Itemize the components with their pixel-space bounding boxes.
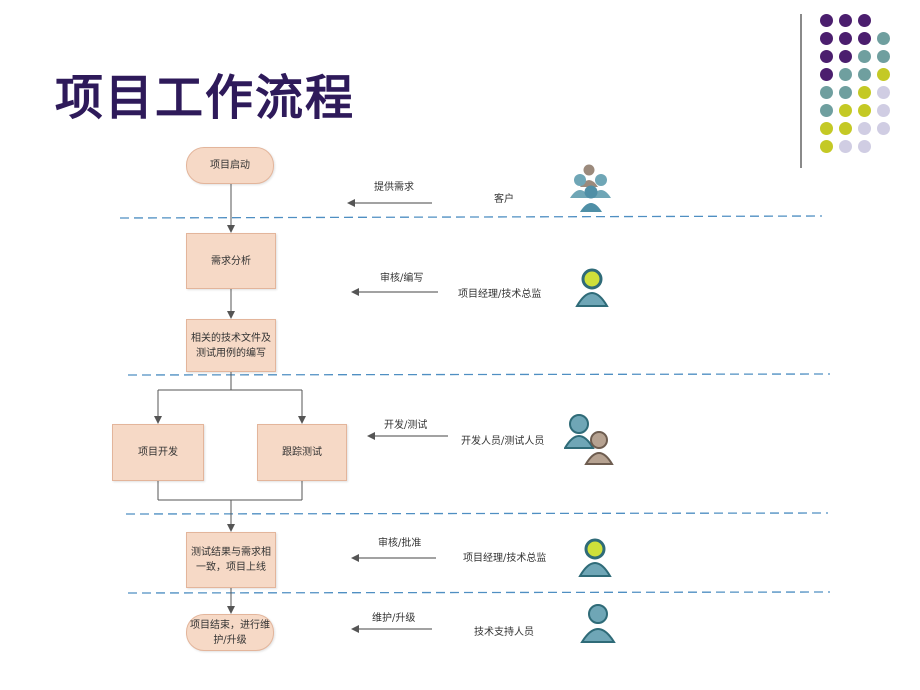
decorative-dot xyxy=(877,68,890,81)
decorative-dot xyxy=(839,104,852,117)
decorative-dot xyxy=(858,50,871,63)
decorative-dot xyxy=(839,86,852,99)
decorative-dot xyxy=(858,140,871,153)
decorative-dot xyxy=(858,104,871,117)
decorative-dot xyxy=(820,32,833,45)
separator-4 xyxy=(127,591,831,594)
decorative-dot xyxy=(839,140,852,153)
decorative-dot xyxy=(820,14,833,27)
decorative-dot xyxy=(820,86,833,99)
step-tech-docs: 相关的技术文件及 测试用例的编写 xyxy=(186,319,276,372)
step-requirement-analysis: 需求分析 xyxy=(186,233,276,289)
page-title: 项目工作流程 xyxy=(55,70,356,126)
yellow-user-icon xyxy=(578,538,612,577)
two-users-icon xyxy=(564,414,614,465)
teal-user-icon xyxy=(580,604,616,643)
decorative-dot xyxy=(877,86,890,99)
role-person-3: 开发人员/测试人员 xyxy=(461,436,545,447)
decorative-dot xyxy=(877,50,890,63)
step-project-dev: 项目开发 xyxy=(112,424,204,481)
decorative-dot xyxy=(839,122,852,135)
step-project-start: 项目启动 xyxy=(186,147,274,184)
divider-line xyxy=(800,14,802,168)
decorative-dot xyxy=(877,104,890,117)
separator-2 xyxy=(127,373,831,376)
separator-3 xyxy=(125,512,829,515)
role-action-2: 审核/编写 xyxy=(380,273,424,284)
decorative-dot xyxy=(820,68,833,81)
role-action-3: 开发/测试 xyxy=(384,420,428,431)
decorative-dot xyxy=(858,68,871,81)
decorative-dot xyxy=(877,122,890,135)
decorative-dot xyxy=(858,122,871,135)
role-person-2: 项目经理/技术总监 xyxy=(458,289,542,300)
group-users-icon xyxy=(570,164,611,212)
role-person-4: 项目经理/技术总监 xyxy=(463,553,547,564)
decorative-dot xyxy=(820,50,833,63)
decorative-dot xyxy=(839,68,852,81)
decorative-dot xyxy=(858,32,871,45)
role-action-5: 维护/升级 xyxy=(372,613,416,624)
decorative-dot xyxy=(820,140,833,153)
step-project-end: 项目结束，进行维 护/升级 xyxy=(186,614,274,651)
role-person-5: 技术支持人员 xyxy=(474,627,534,638)
step-go-live: 测试结果与需求相 一致，项目上线 xyxy=(186,532,276,588)
decorative-dot xyxy=(820,122,833,135)
decorative-dot xyxy=(820,104,833,117)
separator-1 xyxy=(119,215,823,219)
decorative-dot xyxy=(858,14,871,27)
role-action-1: 提供需求 xyxy=(374,182,414,193)
decorative-dot xyxy=(839,32,852,45)
decorative-dot xyxy=(839,50,852,63)
phase-separators xyxy=(119,215,831,594)
decorative-dot xyxy=(839,14,852,27)
yellow-user-icon xyxy=(575,268,609,307)
decorative-dot xyxy=(877,32,890,45)
role-person-1: 客户 xyxy=(494,194,514,205)
role-action-4: 审核/批准 xyxy=(378,538,422,549)
step-tracking-test: 跟踪测试 xyxy=(257,424,347,481)
decorative-dot xyxy=(858,86,871,99)
